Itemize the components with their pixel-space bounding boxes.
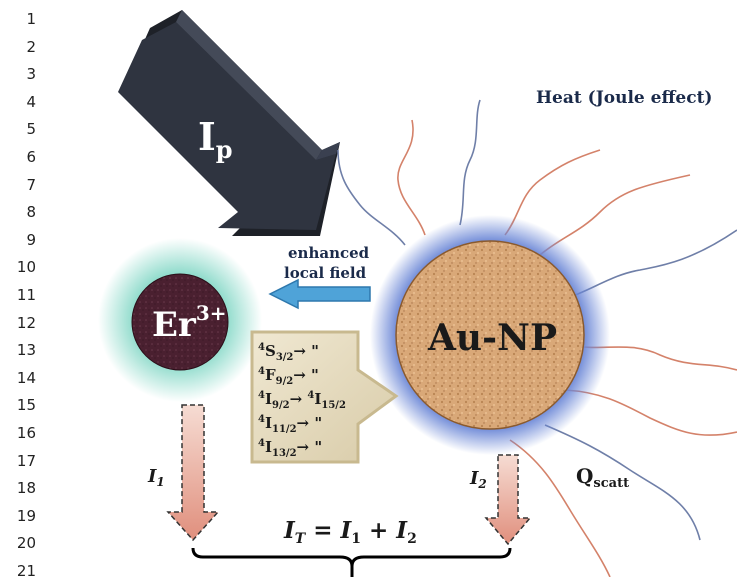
transition-row: 4F9/2→ " bbox=[258, 366, 319, 387]
transition-list: 4S3/2→ " 4F9/2→ " 4I9/2→ 4I15/2 4I11/2→ " 4I… bbox=[258, 342, 346, 459]
heat-label: Heat (Joule effect) bbox=[536, 88, 712, 108]
line-number: 3 bbox=[26, 65, 36, 84]
line-number: 5 bbox=[26, 120, 36, 139]
line-number: 13 bbox=[16, 341, 36, 360]
transition-row: 4S3/2→ " bbox=[258, 342, 319, 363]
line-number: 20 bbox=[16, 534, 36, 553]
enhanced-label-line2: local field bbox=[284, 264, 367, 282]
line-number: 1 bbox=[26, 10, 36, 28]
i2-label: I2 bbox=[469, 468, 487, 491]
line-number: 9 bbox=[26, 230, 36, 249]
line-number: 12 bbox=[16, 313, 36, 332]
local-field-arrow bbox=[268, 278, 371, 310]
pump-arrow bbox=[118, 10, 340, 236]
er-label: Er3+ bbox=[152, 301, 227, 345]
line-number: 8 bbox=[26, 203, 36, 222]
line-number: 16 bbox=[16, 423, 36, 442]
line-number: 7 bbox=[26, 175, 36, 194]
q-scatt-label: Qscatt bbox=[576, 464, 629, 491]
emission-arrow-i1 bbox=[166, 404, 220, 542]
line-number: 19 bbox=[16, 506, 36, 525]
total-intensity-equation: IT = I1 + I2 bbox=[283, 517, 417, 547]
enhanced-label-line1: enhanced bbox=[288, 244, 370, 262]
transition-row: 4I9/2→ 4I15/2 bbox=[258, 390, 346, 411]
line-number: 2 bbox=[26, 37, 36, 56]
transition-row: 4I13/2→ " bbox=[258, 438, 322, 459]
line-number: 17 bbox=[16, 451, 36, 470]
emission-arrow-i2 bbox=[484, 454, 532, 546]
line-number: 10 bbox=[16, 258, 36, 277]
pump-label: Ip bbox=[198, 114, 233, 164]
au-label: Au-NP bbox=[427, 317, 557, 359]
line-number: 18 bbox=[16, 479, 36, 498]
line-number: 4 bbox=[26, 92, 36, 111]
line-number: 6 bbox=[26, 147, 36, 166]
transition-box bbox=[250, 330, 399, 464]
line-number: 14 bbox=[16, 368, 36, 387]
i1-label: I1 bbox=[147, 466, 165, 489]
line-number: 21 bbox=[16, 561, 36, 580]
line-number: 11 bbox=[16, 285, 36, 304]
er-particle bbox=[131, 273, 229, 371]
sum-brace bbox=[191, 547, 512, 567]
transition-row: 4I11/2→ " bbox=[258, 414, 322, 435]
line-number: 15 bbox=[16, 396, 36, 415]
au-particle bbox=[395, 240, 585, 430]
